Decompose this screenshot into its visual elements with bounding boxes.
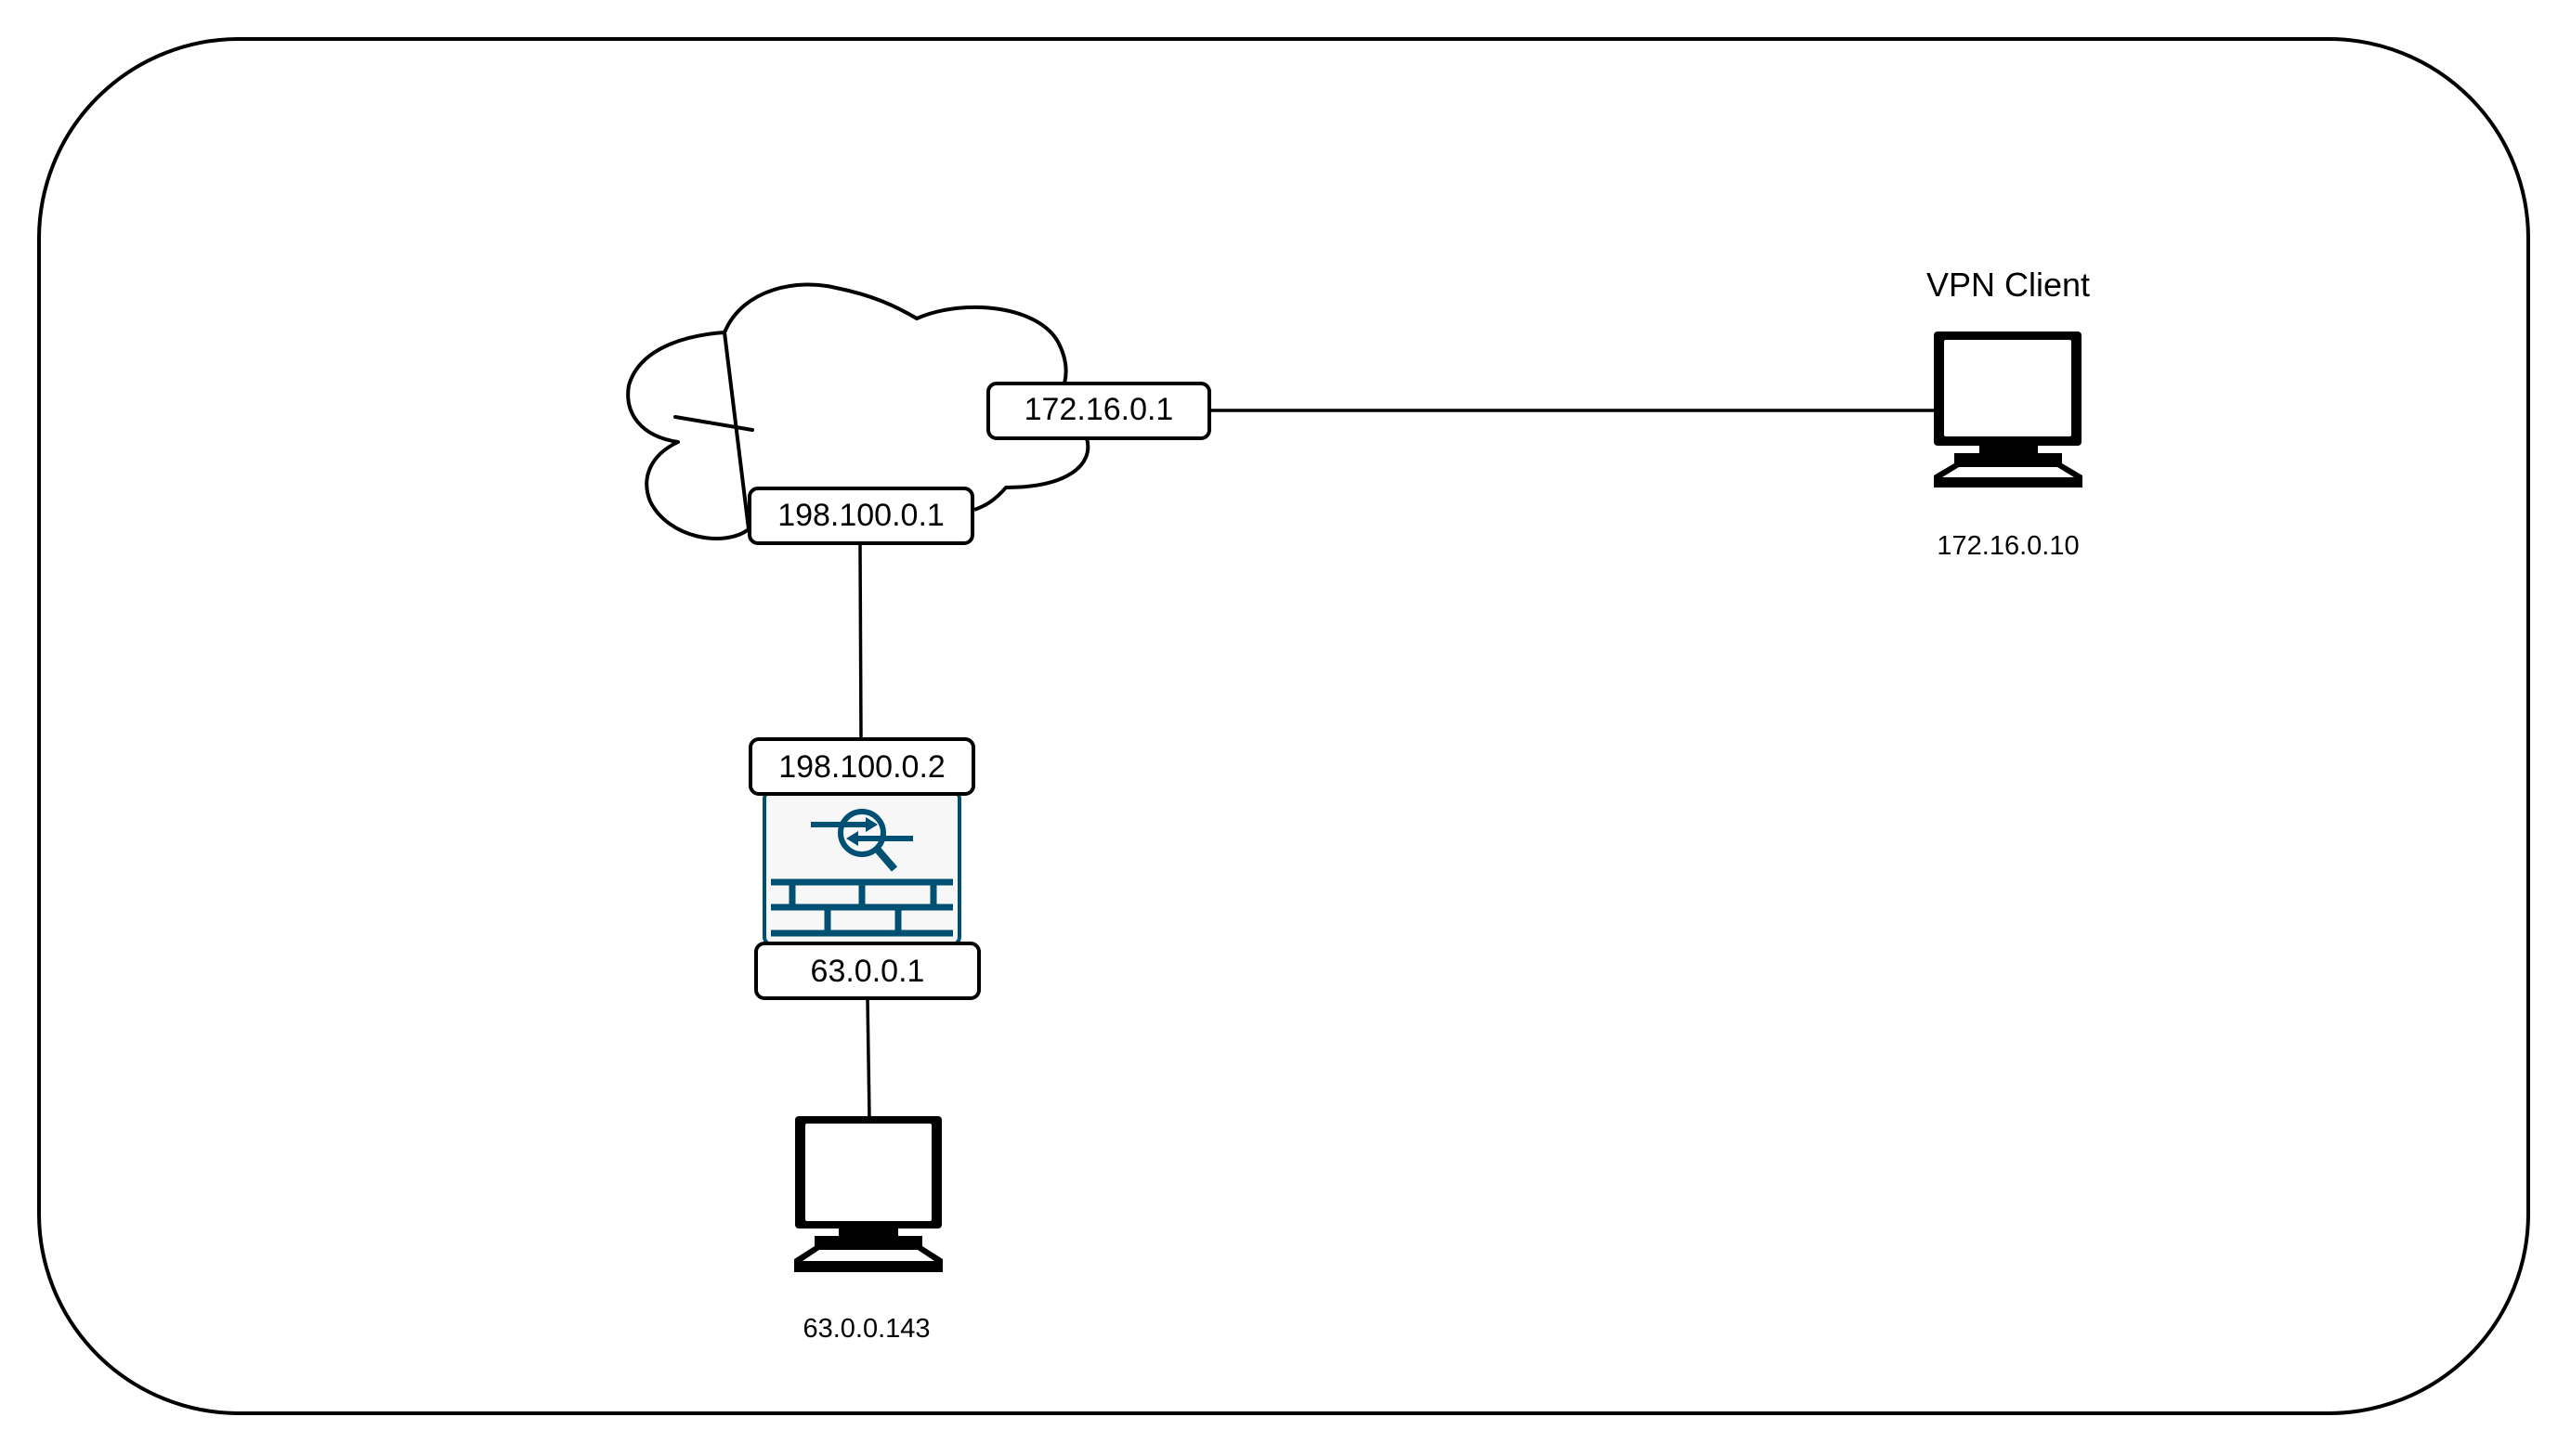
brick-wall-icon bbox=[771, 878, 953, 937]
interface-172-16-0-1[interactable]: 172.16.0.1 bbox=[986, 382, 1211, 440]
interface-198-100-0-2[interactable]: 198.100.0.2 bbox=[749, 737, 975, 796]
cloud-icon bbox=[626, 282, 1090, 540]
interface-63-0-0-1[interactable]: 63.0.0.1 bbox=[754, 942, 981, 1000]
magnifier-icon bbox=[838, 809, 886, 857]
interface-label: 63.0.0.1 bbox=[811, 954, 925, 989]
diagram-frame bbox=[37, 37, 2530, 1415]
computer-icon bbox=[794, 1116, 943, 1272]
link-cloud-to-firewall bbox=[858, 543, 863, 739]
vpn-client-ip: 172.16.0.10 bbox=[1937, 531, 2079, 561]
vpn-client-node[interactable]: VPN Client 172.16.0.10 bbox=[1926, 266, 2090, 561]
vpn-client-title: VPN Client bbox=[1926, 266, 2090, 304]
computer-icon bbox=[1934, 332, 2082, 488]
internal-host-ip: 63.0.0.143 bbox=[803, 1314, 930, 1344]
interface-label: 198.100.0.1 bbox=[777, 498, 945, 533]
link-firewall-to-host bbox=[866, 997, 871, 1118]
firewall-icon[interactable] bbox=[763, 789, 961, 946]
interface-label: 198.100.0.2 bbox=[778, 749, 946, 785]
internal-host-node[interactable]: 63.0.0.143 bbox=[794, 1116, 943, 1344]
interface-label: 172.16.0.1 bbox=[1024, 392, 1174, 427]
interface-198-100-0-1[interactable]: 198.100.0.1 bbox=[748, 487, 974, 545]
